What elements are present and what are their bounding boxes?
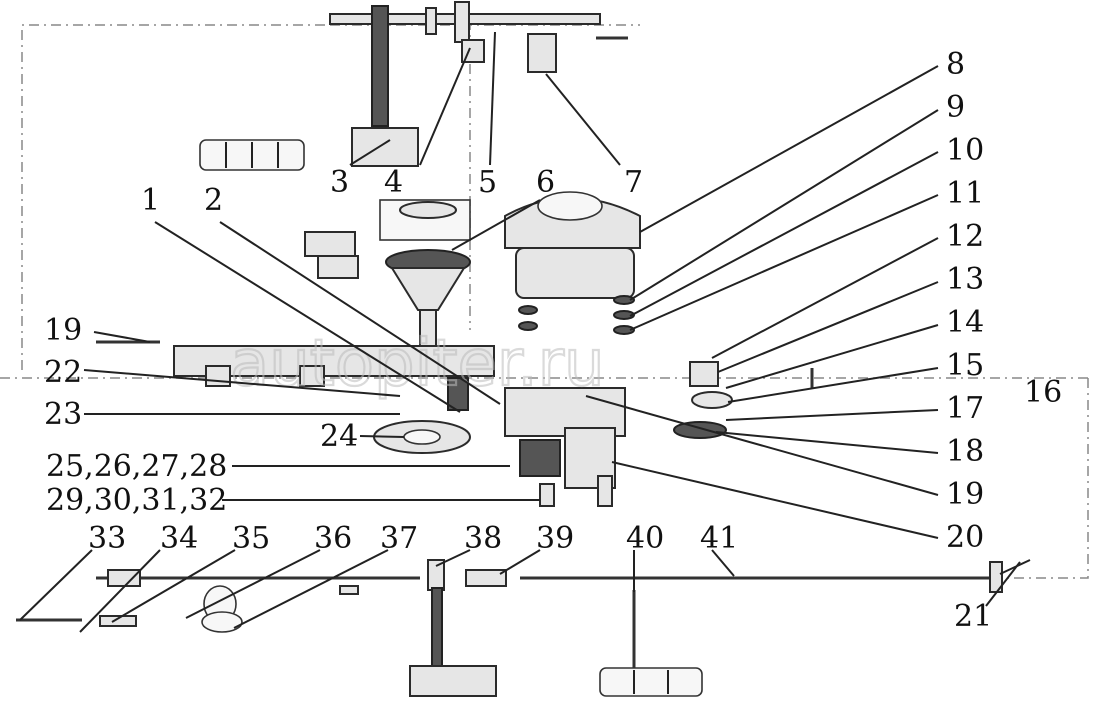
callout-39: 39 (536, 521, 574, 556)
callout-14: 14 (946, 305, 984, 340)
top-tools (329, 1, 628, 167)
callout-3: 3 (330, 165, 349, 200)
left-rail (96, 340, 495, 454)
callout-8: 8 (946, 47, 965, 82)
callout-6: 6 (536, 165, 555, 200)
callout-41: 41 (700, 521, 738, 556)
callout-1: 1 (141, 183, 160, 218)
callout-21: 21 (954, 599, 992, 634)
callout-19-left: 19 (44, 313, 82, 348)
callout-12: 12 (946, 219, 984, 254)
callout-33: 33 (88, 521, 126, 556)
callout-29-32: 29,30,31,32 (46, 483, 227, 518)
callout-5: 5 (478, 165, 497, 200)
callout-35: 35 (232, 521, 270, 556)
callout-34: 34 (160, 521, 198, 556)
callout-17: 17 (946, 391, 984, 426)
callout-36: 36 (314, 521, 352, 556)
callout-13: 13 (946, 262, 984, 297)
callout-2: 2 (204, 183, 223, 218)
callout-18: 18 (946, 434, 984, 469)
callout-11: 11 (946, 176, 984, 211)
valve-stack (304, 199, 471, 351)
callout-24: 24 (320, 419, 358, 454)
callout-16: 16 (1024, 375, 1062, 410)
callout-4: 4 (384, 165, 403, 200)
callout-25-28: 25,26,27,28 (46, 449, 227, 484)
callout-9: 9 (946, 90, 965, 125)
callout-19-right: 19 (946, 477, 984, 512)
leader-lines (19, 31, 1031, 633)
callout-10: 10 (946, 133, 984, 168)
callout-40: 40 (626, 521, 664, 556)
callout-23: 23 (44, 397, 82, 432)
callout-37: 37 (380, 521, 418, 556)
watermark-text: autopiter.ru (230, 327, 605, 401)
callout-38: 38 (464, 521, 502, 556)
callout-15: 15 (946, 348, 984, 383)
callout-labels: 1 2 3 4 5 6 7 8 9 10 11 12 13 14 15 16 1… (44, 47, 1062, 634)
callout-22: 22 (44, 355, 82, 390)
callout-20: 20 (946, 520, 984, 555)
main-housing (504, 191, 641, 507)
callout-7: 7 (624, 165, 643, 200)
cup-set-top-left (199, 139, 305, 171)
bottom-shaft (16, 559, 1003, 697)
right-parts (673, 361, 814, 439)
